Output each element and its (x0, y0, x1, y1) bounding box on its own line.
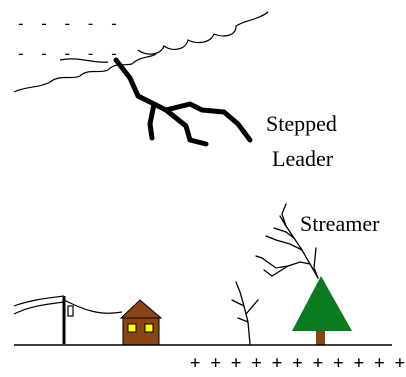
streamer-branch (255, 255, 311, 269)
pole-insulator (67, 305, 74, 317)
upward-streamer (255, 203, 319, 279)
leader-branch-small (187, 137, 209, 147)
tree-trunk (316, 330, 325, 345)
cloud-negative-charges-row2: - - - - - (16, 44, 121, 63)
wire-middle (13, 301, 65, 315)
wire-upper (13, 295, 65, 307)
house-window-right (144, 323, 154, 333)
cloud-negative-charges-row1: - - - - - (16, 14, 121, 33)
stepped-leader-label-line2: Leader (272, 146, 334, 171)
streamer-branch (273, 227, 295, 239)
bare-tree-trunk (235, 281, 251, 345)
stepped-leader-label-line1: Stepped (266, 111, 337, 136)
streamer-branch (281, 203, 287, 227)
leader-branch-right (163, 101, 253, 143)
cloud-inner-swirl (59, 58, 109, 63)
stepped-leader (113, 57, 253, 147)
cloud-lower-edge (13, 53, 157, 93)
streamer-label: Streamer (300, 211, 380, 236)
bare-tree-branch (237, 317, 249, 323)
house-roof (119, 299, 163, 319)
tree-foliage (292, 276, 352, 331)
streamer-branch (265, 235, 303, 251)
bare-tree-branch (231, 299, 245, 307)
leader-branch-left (147, 101, 157, 141)
thundercloud (13, 11, 269, 93)
bare-tree-branch (245, 299, 259, 315)
bare-tree (231, 281, 259, 345)
ground-positive-charges: + + + + + + + + + + + (190, 353, 405, 373)
wire-to-house (63, 299, 123, 314)
cloud-upper-edge (137, 11, 269, 55)
power-line (13, 295, 123, 344)
house (119, 299, 163, 346)
streamer-branch (313, 247, 319, 279)
house-window-left (127, 323, 137, 333)
green-tree (292, 276, 352, 345)
streamer-branch (263, 265, 289, 277)
